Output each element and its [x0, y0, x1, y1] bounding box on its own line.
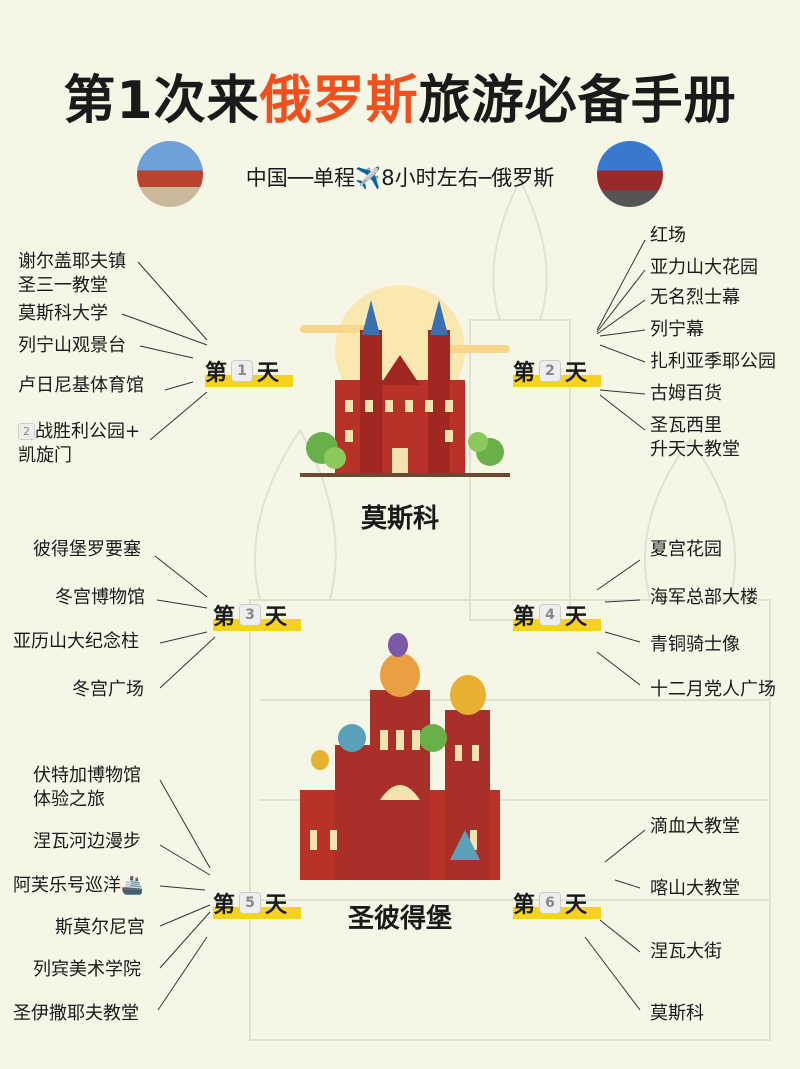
- attraction: 谢尔盖耶夫镇圣三一教堂: [18, 250, 126, 298]
- day-number: 6: [539, 892, 562, 914]
- attraction: 圣瓦西里升天大教堂: [650, 414, 740, 462]
- attraction: 亚力山大花园: [650, 257, 758, 278]
- attraction: 列宁山观景台: [18, 335, 126, 356]
- attraction: 青铜骑士像: [650, 634, 740, 655]
- china-photo: [137, 141, 203, 207]
- attraction: 涅瓦河边漫步: [33, 831, 141, 852]
- attraction: 斯莫尔尼宫: [55, 917, 145, 938]
- attraction: 十二月党人广场: [650, 679, 776, 700]
- day-number: 4: [539, 604, 562, 626]
- attraction: 冬宫广场: [72, 679, 144, 700]
- attraction-line: 伏特加博物馆: [33, 765, 141, 786]
- day-number: 2: [539, 360, 562, 382]
- title-highlight: 俄罗斯: [259, 71, 419, 131]
- day-label: 第: [213, 605, 236, 630]
- day-label: 天: [565, 605, 588, 630]
- attraction: 夏宫花园: [650, 539, 722, 560]
- attraction: 无名烈士幕: [650, 287, 740, 308]
- attraction: 莫斯科: [650, 1003, 704, 1024]
- title-part: 第1次来: [63, 71, 260, 131]
- attraction: 卢日尼基体育馆: [18, 375, 144, 396]
- day-label: 第: [213, 893, 236, 918]
- attraction: 莫斯科大学: [18, 303, 108, 324]
- day-label: 天: [265, 605, 288, 630]
- attraction: 冬宫博物馆: [55, 587, 145, 608]
- city-moscow: 莫斯科: [360, 504, 439, 534]
- day-number: 3: [239, 604, 262, 626]
- attraction: 滴血大教堂: [650, 816, 740, 837]
- attraction-line: 谢尔盖耶夫镇: [18, 251, 126, 272]
- day-label: 天: [257, 361, 280, 386]
- attraction: 阿芙乐号巡洋🚢: [13, 875, 144, 896]
- attraction: 喀山大教堂: [650, 878, 740, 899]
- attraction: 彼得堡罗要塞: [33, 539, 141, 560]
- day-number: 5: [239, 892, 262, 914]
- attraction-line: 圣三一教堂: [18, 275, 108, 296]
- attraction-line: 战胜利公园+: [35, 421, 141, 442]
- title-part: 旅游必备手册: [418, 71, 737, 131]
- route-text: 中国──单程✈️8小时左右─俄罗斯: [245, 166, 555, 190]
- attraction: 涅瓦大街: [650, 941, 722, 962]
- day-label: 天: [265, 893, 288, 918]
- attraction: 古姆百货: [650, 383, 722, 404]
- page-title: 第1次来俄罗斯旅游必备手册: [0, 58, 800, 133]
- attraction-line: 体验之旅: [33, 789, 105, 810]
- attraction-line: 凯旋门: [18, 445, 72, 466]
- day-label: 天: [565, 893, 588, 918]
- number-badge: 2: [18, 423, 35, 440]
- day-label: 天: [565, 361, 588, 386]
- attraction: 亚历山大纪念柱: [13, 631, 139, 652]
- attraction-line: 圣瓦西里: [650, 415, 722, 436]
- day-label: 第: [513, 893, 536, 918]
- attraction: 扎利亚季耶公园: [650, 351, 776, 372]
- city-st-petersburg: 圣彼得堡: [347, 904, 452, 934]
- day-label: 第: [513, 605, 536, 630]
- day-label: 第: [513, 361, 536, 386]
- attraction: 列宁幕: [650, 319, 704, 340]
- attraction: 圣伊撒耶夫教堂: [13, 1003, 139, 1024]
- day-label: 第: [205, 361, 228, 386]
- attraction: 海军总部大楼: [650, 587, 758, 608]
- attraction: 列宾美术学院: [33, 959, 141, 980]
- attraction-line: 升天大教堂: [650, 439, 740, 460]
- attraction: 伏特加博物馆体验之旅: [33, 764, 141, 812]
- russia-photo: [597, 141, 663, 207]
- attraction: 红场: [650, 225, 686, 246]
- day-number: 1: [231, 360, 254, 382]
